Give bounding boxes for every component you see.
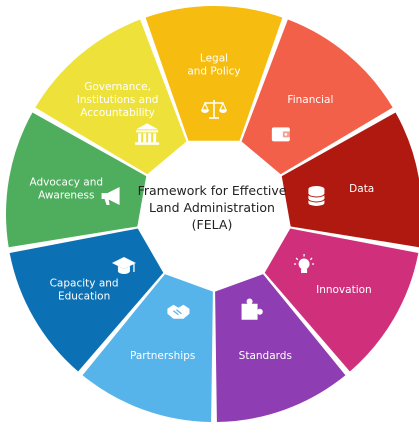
center-title-line-2: Land Administration — [149, 200, 275, 215]
wallet-icon — [271, 127, 291, 142]
graduation-cap-icon — [111, 257, 136, 274]
megaphone-icon — [101, 186, 120, 205]
segment-label-financial-line-1: Financial — [287, 94, 333, 106]
scales-icon — [201, 100, 227, 119]
segment-label-governance-institutions-and-accountability-line-3: Accountability — [80, 107, 155, 119]
database-icon — [307, 185, 325, 206]
segment-legal-and-policy — [145, 6, 283, 148]
segment-label-data-line-1: Data — [349, 183, 374, 195]
center-nonagon — [137, 140, 291, 292]
icons-layer — [101, 100, 325, 320]
segment-label-governance-institutions-and-accountability-line-1: Governance, — [84, 81, 151, 93]
segment-label-capacity-and-education-line-1: Capacity and — [50, 278, 119, 290]
center-title-line-1: Framework for Effective — [138, 183, 287, 198]
segment-label-capacity-and-education-line-2: Education — [58, 291, 110, 303]
segment-advocacy-and-awareness — [6, 112, 153, 248]
segment-label-standards-line-1: Standards — [239, 350, 292, 362]
segment-label-advocacy-and-awareness-line-2: Awareness — [38, 189, 94, 201]
segment-label-advocacy-and-awareness-line-1: Advocacy and — [29, 176, 103, 188]
handshake-icon — [167, 304, 190, 319]
center-title-line-3: (FELA) — [192, 217, 233, 232]
segment-label-partnerships-line-1: Partnerships — [130, 350, 195, 362]
lightbulb-icon — [294, 254, 315, 273]
puzzle-icon — [241, 298, 263, 320]
segment-data — [275, 112, 419, 248]
segment-label-governance-institutions-and-accountability-line-2: Institutions and — [77, 94, 159, 106]
segment-label-legal-and-policy-line-2: and Policy — [187, 66, 240, 78]
institution-building-icon — [135, 123, 160, 145]
segment-label-innovation-line-1: Innovation — [316, 284, 372, 296]
segment-label-legal-and-policy-line-1: Legal — [200, 53, 228, 65]
